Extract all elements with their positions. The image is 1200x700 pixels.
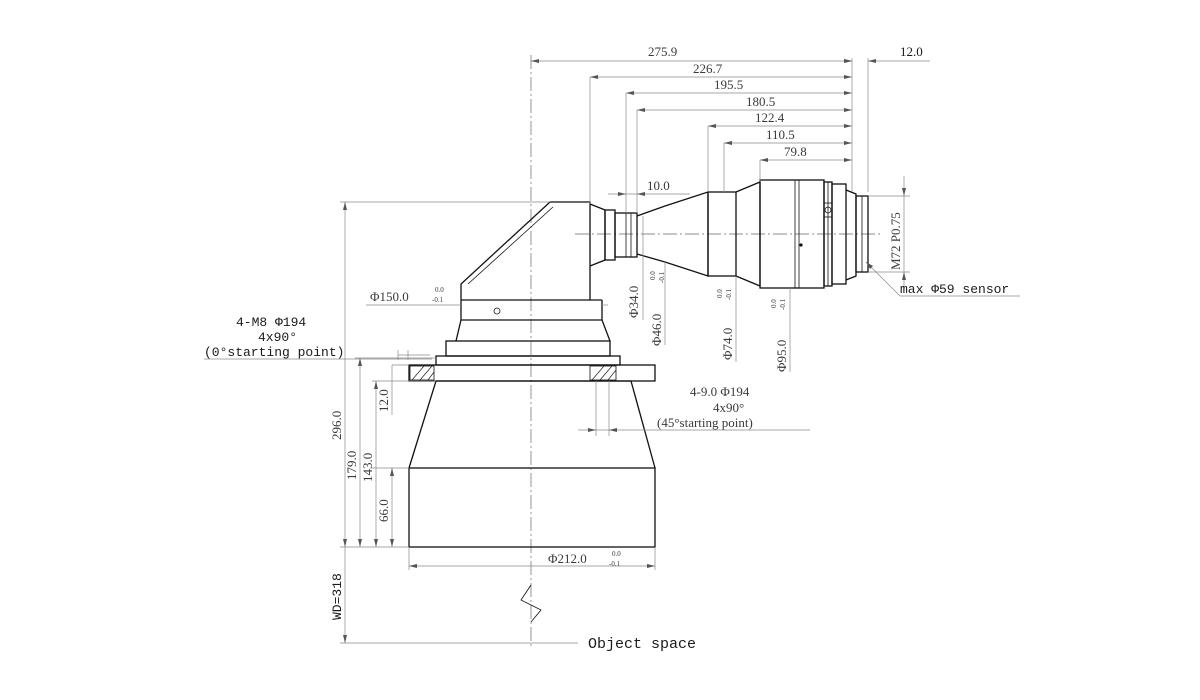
note-hole-line2: 4x90° xyxy=(713,400,744,415)
dim-275-9: 275.9 xyxy=(648,44,677,59)
note-m8-line2: 4x90° xyxy=(258,330,297,345)
dim-180-5: 180.5 xyxy=(746,94,775,109)
length-dimensions: 275.9 12.0 226.7 195.5 180.5 122.4 xyxy=(531,44,930,213)
svg-text:0.0: 0.0 xyxy=(435,286,444,294)
step-ring-2 xyxy=(445,340,611,357)
dim-66: 66.0 xyxy=(376,499,391,522)
dim-12-flange: 12.0 xyxy=(376,389,391,412)
svg-text:0.0: 0.0 xyxy=(716,289,724,298)
dim-12-0-top: 12.0 xyxy=(900,44,923,59)
svg-text:0.0: 0.0 xyxy=(770,299,778,308)
svg-text:0.0: 0.0 xyxy=(612,550,621,558)
rear-body-1 xyxy=(707,191,737,277)
svg-text:-0.1: -0.1 xyxy=(725,288,733,300)
dim-phi34: Φ34.0 xyxy=(626,286,641,318)
dim-phi74: Φ74.0 xyxy=(720,328,735,360)
diameter-dimensions: Φ150.0 0.0 -0.1 Φ34.0 0.0 -0.1 Φ46.0 Φ74… xyxy=(366,216,791,570)
rear-ring xyxy=(604,209,616,261)
note-hole-line3: (45°starting point) xyxy=(657,415,753,430)
svg-text:0.0: 0.0 xyxy=(649,271,657,280)
dim-phi212: Φ212.0 xyxy=(548,551,587,566)
screw-hole-icon xyxy=(493,307,501,315)
dim-110-5: 110.5 xyxy=(766,127,795,142)
front-barrel xyxy=(408,467,656,548)
svg-text:-0.1: -0.1 xyxy=(432,296,444,304)
mounting-flange xyxy=(408,364,656,382)
dim-79-8: 79.8 xyxy=(784,144,807,159)
neck xyxy=(455,319,611,342)
dim-phi95: Φ95.0 xyxy=(774,340,789,372)
dim-296: 296.0 xyxy=(329,411,344,440)
note-m8-line1: 4-M8 Φ194 xyxy=(236,315,306,330)
lens-body xyxy=(408,179,869,548)
rear-coupling xyxy=(589,203,606,267)
svg-text:-0.1: -0.1 xyxy=(658,271,666,283)
svg-text:-0.1: -0.1 xyxy=(609,560,621,568)
height-dimensions: 296.0 179.0 143.0 66.0 12.0 WD=318 xyxy=(329,201,578,644)
break-symbol xyxy=(520,584,542,623)
barrel-taper xyxy=(408,380,656,469)
note-m8-line3: (0°starting point) xyxy=(204,345,344,360)
dim-wd: WD=318 xyxy=(330,573,345,620)
dim-179: 179.0 xyxy=(344,451,359,480)
dim-10-0: 10.0 xyxy=(647,178,670,193)
note-object-space: Object space xyxy=(588,636,696,653)
dim-122-4: 122.4 xyxy=(755,110,785,125)
dim-195-5: 195.5 xyxy=(714,77,743,92)
notes: 4-M8 Φ194 4x90° (0°starting point) 4-9.0… xyxy=(204,176,1020,653)
dim-226-7: 226.7 xyxy=(693,61,723,76)
dim-phi46: Φ46.0 xyxy=(649,314,664,346)
dim-143: 143.0 xyxy=(360,453,375,482)
step-ring-1 xyxy=(435,355,621,366)
sensor-mount xyxy=(845,189,857,281)
svg-text:-0.1: -0.1 xyxy=(779,298,787,310)
prism-housing xyxy=(460,201,591,300)
note-sensor: max Φ59 sensor xyxy=(900,282,1009,297)
note-hole-line1: 4-9.0 Φ194 xyxy=(690,384,750,399)
note-thread: M72 P0.75 xyxy=(888,212,903,270)
dim-phi150: Φ150.0 xyxy=(370,289,409,304)
